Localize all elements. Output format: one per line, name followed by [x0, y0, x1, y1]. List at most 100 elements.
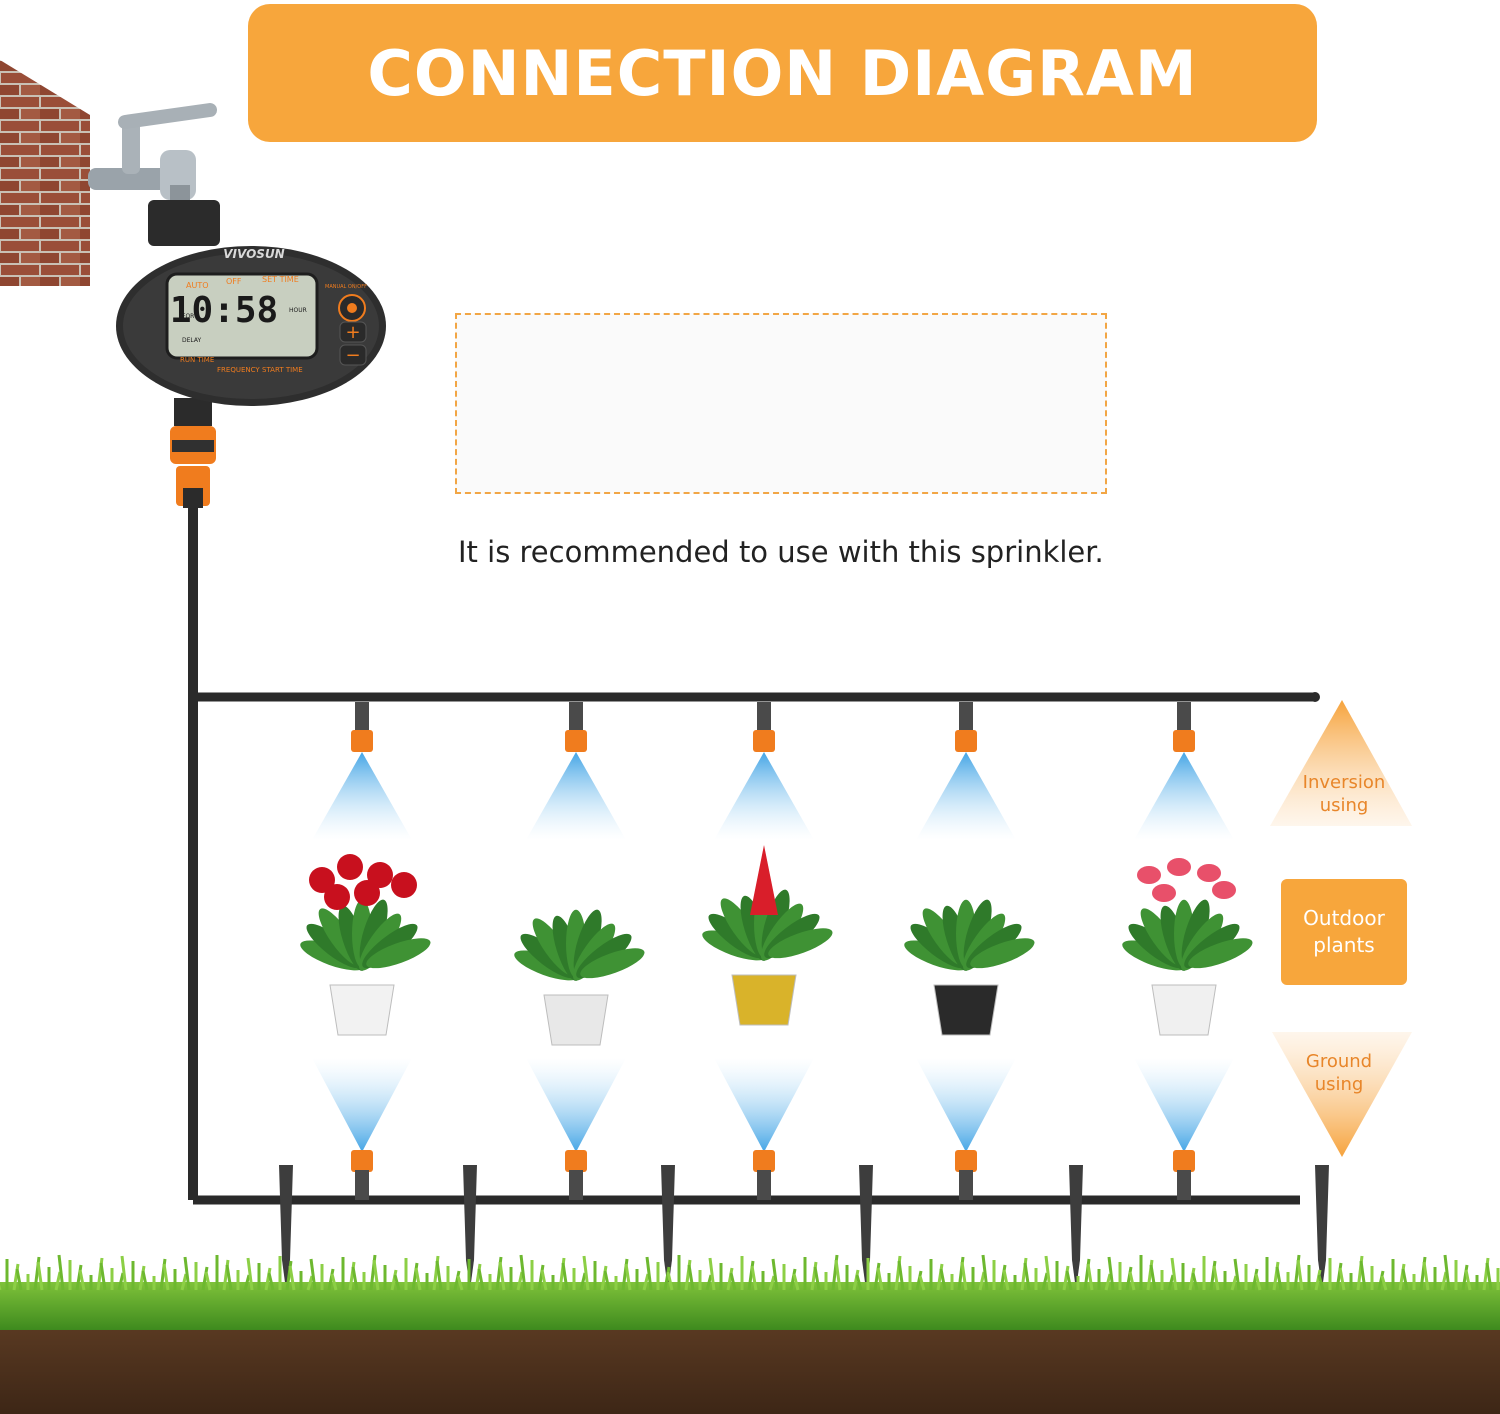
plant-3 [702, 845, 833, 1026]
spray-up [714, 1058, 814, 1152]
timer-plus-button[interactable] [339, 321, 367, 343]
outdoor-plants-box: Outdoor plants [1281, 879, 1407, 985]
recommended-sprinkler-box [455, 313, 1107, 494]
timer-manual-button[interactable]: MANUAL ON/OFF [325, 284, 367, 290]
spray-down [1134, 752, 1234, 840]
brick-wall [0, 60, 90, 286]
stake [463, 1165, 477, 1290]
rose-flower [391, 872, 417, 898]
timer-starttime-label: START TIME [262, 366, 303, 374]
spray-up [916, 1058, 1016, 1152]
recommendation-text: It is recommended to use with this sprin… [458, 535, 1104, 569]
nozzle-stem [355, 702, 369, 732]
pot [933, 984, 999, 1036]
rose-flower [324, 884, 350, 910]
inversion-label: Inversion using [1302, 772, 1386, 816]
pot [731, 974, 797, 1026]
leaf [768, 928, 833, 959]
hose-connector [170, 398, 216, 508]
anthurium-flower [1197, 864, 1221, 882]
plant-5 [1122, 858, 1253, 1036]
timer-mode-off: OFF [226, 277, 242, 286]
leaf [1188, 938, 1253, 969]
spray-up [1134, 1058, 1234, 1152]
nozzle-head [1173, 1150, 1195, 1172]
rose-flower [337, 854, 363, 880]
timer-clock: 10:58 [170, 290, 278, 331]
spray-down [916, 752, 1016, 840]
timer-mode-settime: SET TIME [262, 275, 299, 284]
anthurium-flower [1152, 884, 1176, 902]
svg-text:−: − [345, 345, 360, 366]
stake [1315, 1165, 1329, 1290]
bottom-nozzles [312, 1058, 1234, 1200]
nozzle-head [753, 730, 775, 752]
soil [0, 1325, 1500, 1414]
leaf [970, 938, 1035, 969]
nozzle-stem [757, 1170, 771, 1200]
plant-1 [300, 854, 431, 1036]
title-banner: CONNECTION DIAGRAM [248, 4, 1317, 142]
timer-minus-button[interactable] [339, 344, 367, 366]
rose-flower [367, 862, 393, 888]
nozzle-stem [569, 1170, 583, 1200]
nozzle-head [955, 1150, 977, 1172]
ground-label: Ground using [1305, 1051, 1373, 1095]
timer-delay-label: DELAY [182, 337, 202, 344]
rose-flower [309, 867, 335, 893]
nozzle-stem [757, 702, 771, 732]
nozzle-head [351, 730, 373, 752]
supply-pipe [188, 505, 1320, 1205]
spray-up [526, 1058, 626, 1152]
nozzle-stem [355, 1170, 369, 1200]
outdoor-plants-label: Outdoor plants [1303, 906, 1385, 957]
timer-brand: VIVOSUN [223, 247, 284, 261]
timer-for-label: FOR [182, 313, 194, 320]
svg-text:+: + [345, 322, 360, 343]
stake [859, 1165, 873, 1290]
leaf [580, 948, 645, 979]
nozzle-stem [959, 702, 973, 732]
pot [1151, 984, 1217, 1036]
water-timer: + − VIVOSUN AUTO OFF SET TIME 10:58 HOUR… [116, 200, 386, 406]
inversion-triangle [1270, 700, 1412, 826]
stake [1069, 1165, 1083, 1290]
nozzle-stem [1177, 1170, 1191, 1200]
spray-down [312, 752, 412, 840]
rose-flower [354, 880, 380, 906]
plants [300, 845, 1253, 1046]
nozzle-head [955, 730, 977, 752]
timer-runtime-label: RUN TIME [180, 356, 214, 364]
timer-hour-label: HOUR [289, 307, 307, 314]
nozzle-stem [1177, 702, 1191, 732]
timer-frequency-label: FREQUENCY [217, 366, 260, 374]
nozzle-head [351, 1150, 373, 1172]
page-title: CONNECTION DIAGRAM [367, 36, 1198, 110]
ground-triangle [1272, 1032, 1412, 1157]
spray-down [714, 752, 814, 840]
nozzle-head [1173, 730, 1195, 752]
spray-up [312, 1058, 412, 1152]
plant-2 [514, 909, 645, 1046]
leaf [366, 938, 431, 969]
anthurium-flower [1167, 858, 1191, 876]
stake [661, 1165, 675, 1290]
pot [329, 984, 395, 1036]
ground [0, 1254, 1500, 1414]
nozzle-head [565, 730, 587, 752]
plant-4 [904, 899, 1035, 1036]
timer-lcd [165, 272, 319, 360]
pot [543, 994, 609, 1046]
faucet-icon [88, 103, 217, 207]
nozzle-head [753, 1150, 775, 1172]
nozzle-stem [569, 702, 583, 732]
timer-mode-auto: AUTO [186, 281, 209, 290]
bromeliad-flower [750, 845, 778, 915]
nozzle-head [565, 1150, 587, 1172]
nozzle-stem [959, 1170, 973, 1200]
anthurium-flower [1137, 866, 1161, 884]
stake [279, 1165, 293, 1290]
top-nozzles [312, 702, 1234, 840]
